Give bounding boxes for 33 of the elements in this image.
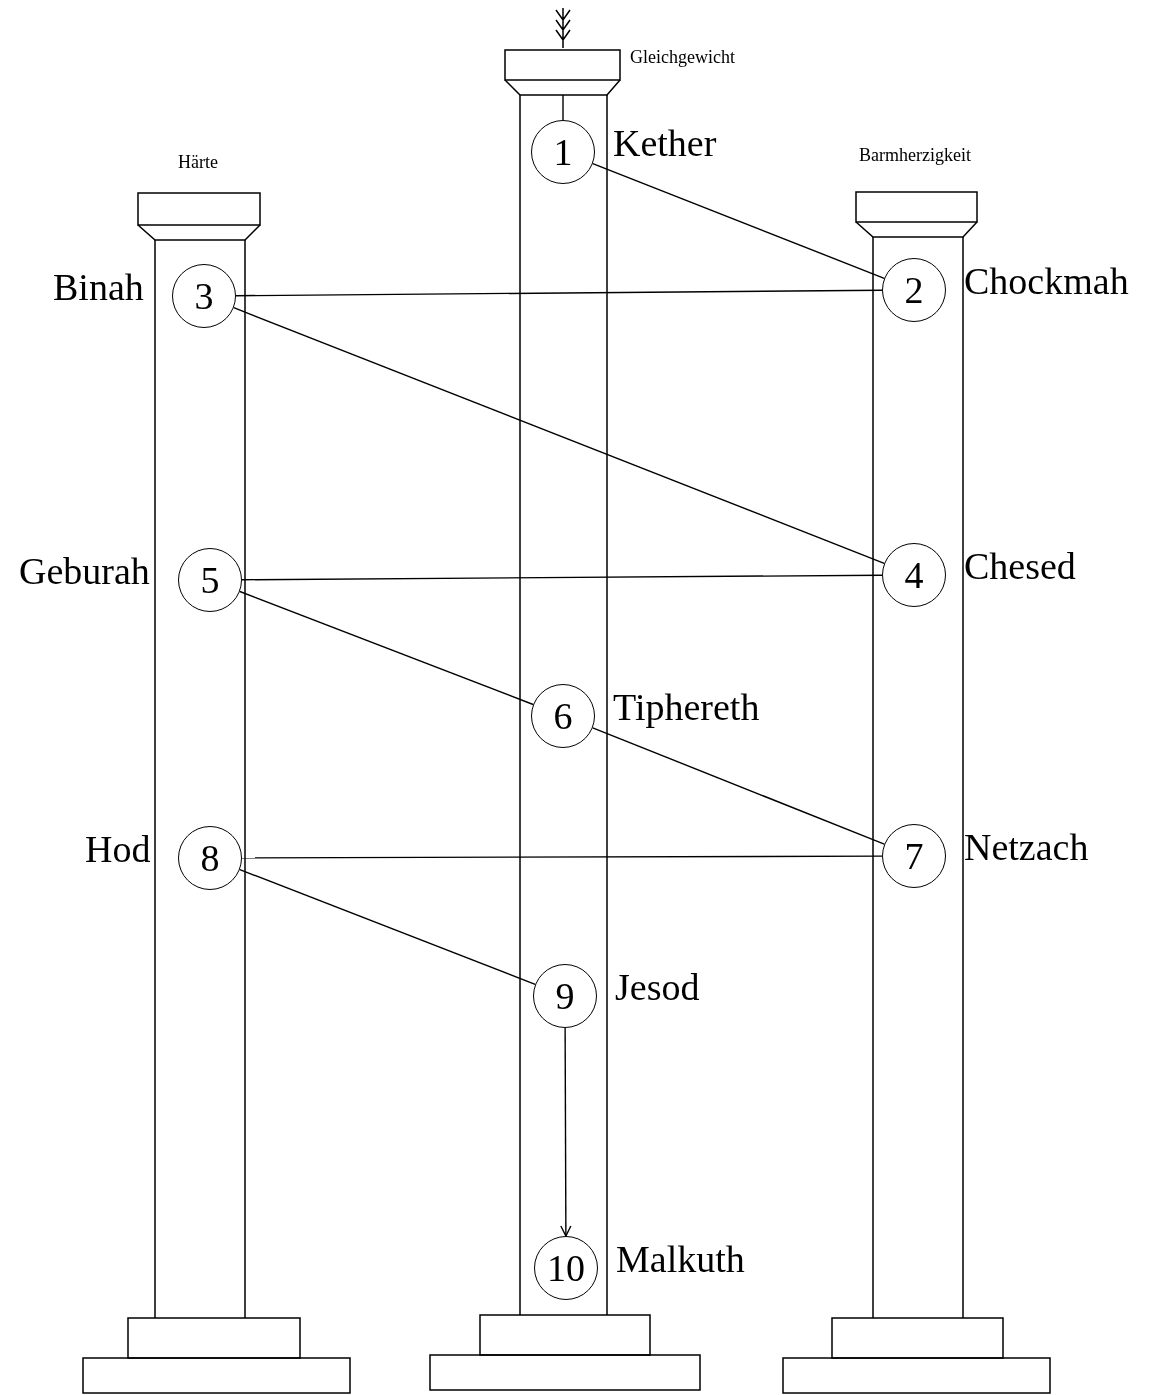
numbered-circle: 6: [531, 684, 595, 748]
connector-line: [235, 289, 883, 297]
connector-line: [239, 868, 536, 986]
numbered-circle: 2: [882, 258, 946, 322]
numbered-circle: 1: [531, 120, 595, 184]
sephirah-name: Tiphereth: [613, 688, 760, 726]
sephirah-name: Malkuth: [616, 1240, 745, 1278]
numbered-circle: 7: [882, 824, 946, 888]
connector-line: [562, 94, 564, 121]
numbered-circle: 9: [533, 964, 597, 1028]
connector-line: [239, 590, 534, 706]
sephirah-name: Geburah: [19, 552, 150, 590]
numbered-circle: 10: [534, 1236, 598, 1300]
numbered-circle: 8: [178, 826, 242, 890]
numbered-circle: 4: [882, 543, 946, 607]
sephirah-name: Netzach: [964, 828, 1089, 866]
connector-line: [560, 1027, 572, 1237]
numbered-circle: 3: [172, 264, 236, 328]
pillar-label: Härte: [178, 153, 218, 171]
sephirah-name: Hod: [85, 830, 151, 868]
sephirah-name: Chesed: [964, 547, 1076, 585]
connector-line: [241, 855, 883, 859]
connector-line: [592, 727, 885, 845]
connector-line: [592, 163, 885, 279]
sephirah-name: Kether: [613, 124, 717, 162]
connector-line: [241, 574, 883, 581]
connector-line: [233, 307, 885, 564]
sephirah-name: Chockmah: [964, 262, 1129, 300]
pillar-label: Barmherzigkeit: [859, 146, 971, 164]
pillar-label: Gleichgewicht: [630, 48, 735, 66]
sephirah-name: Binah: [53, 268, 144, 306]
sephirah-name: Jesod: [615, 968, 700, 1006]
numbered-circle: 5: [178, 548, 242, 612]
